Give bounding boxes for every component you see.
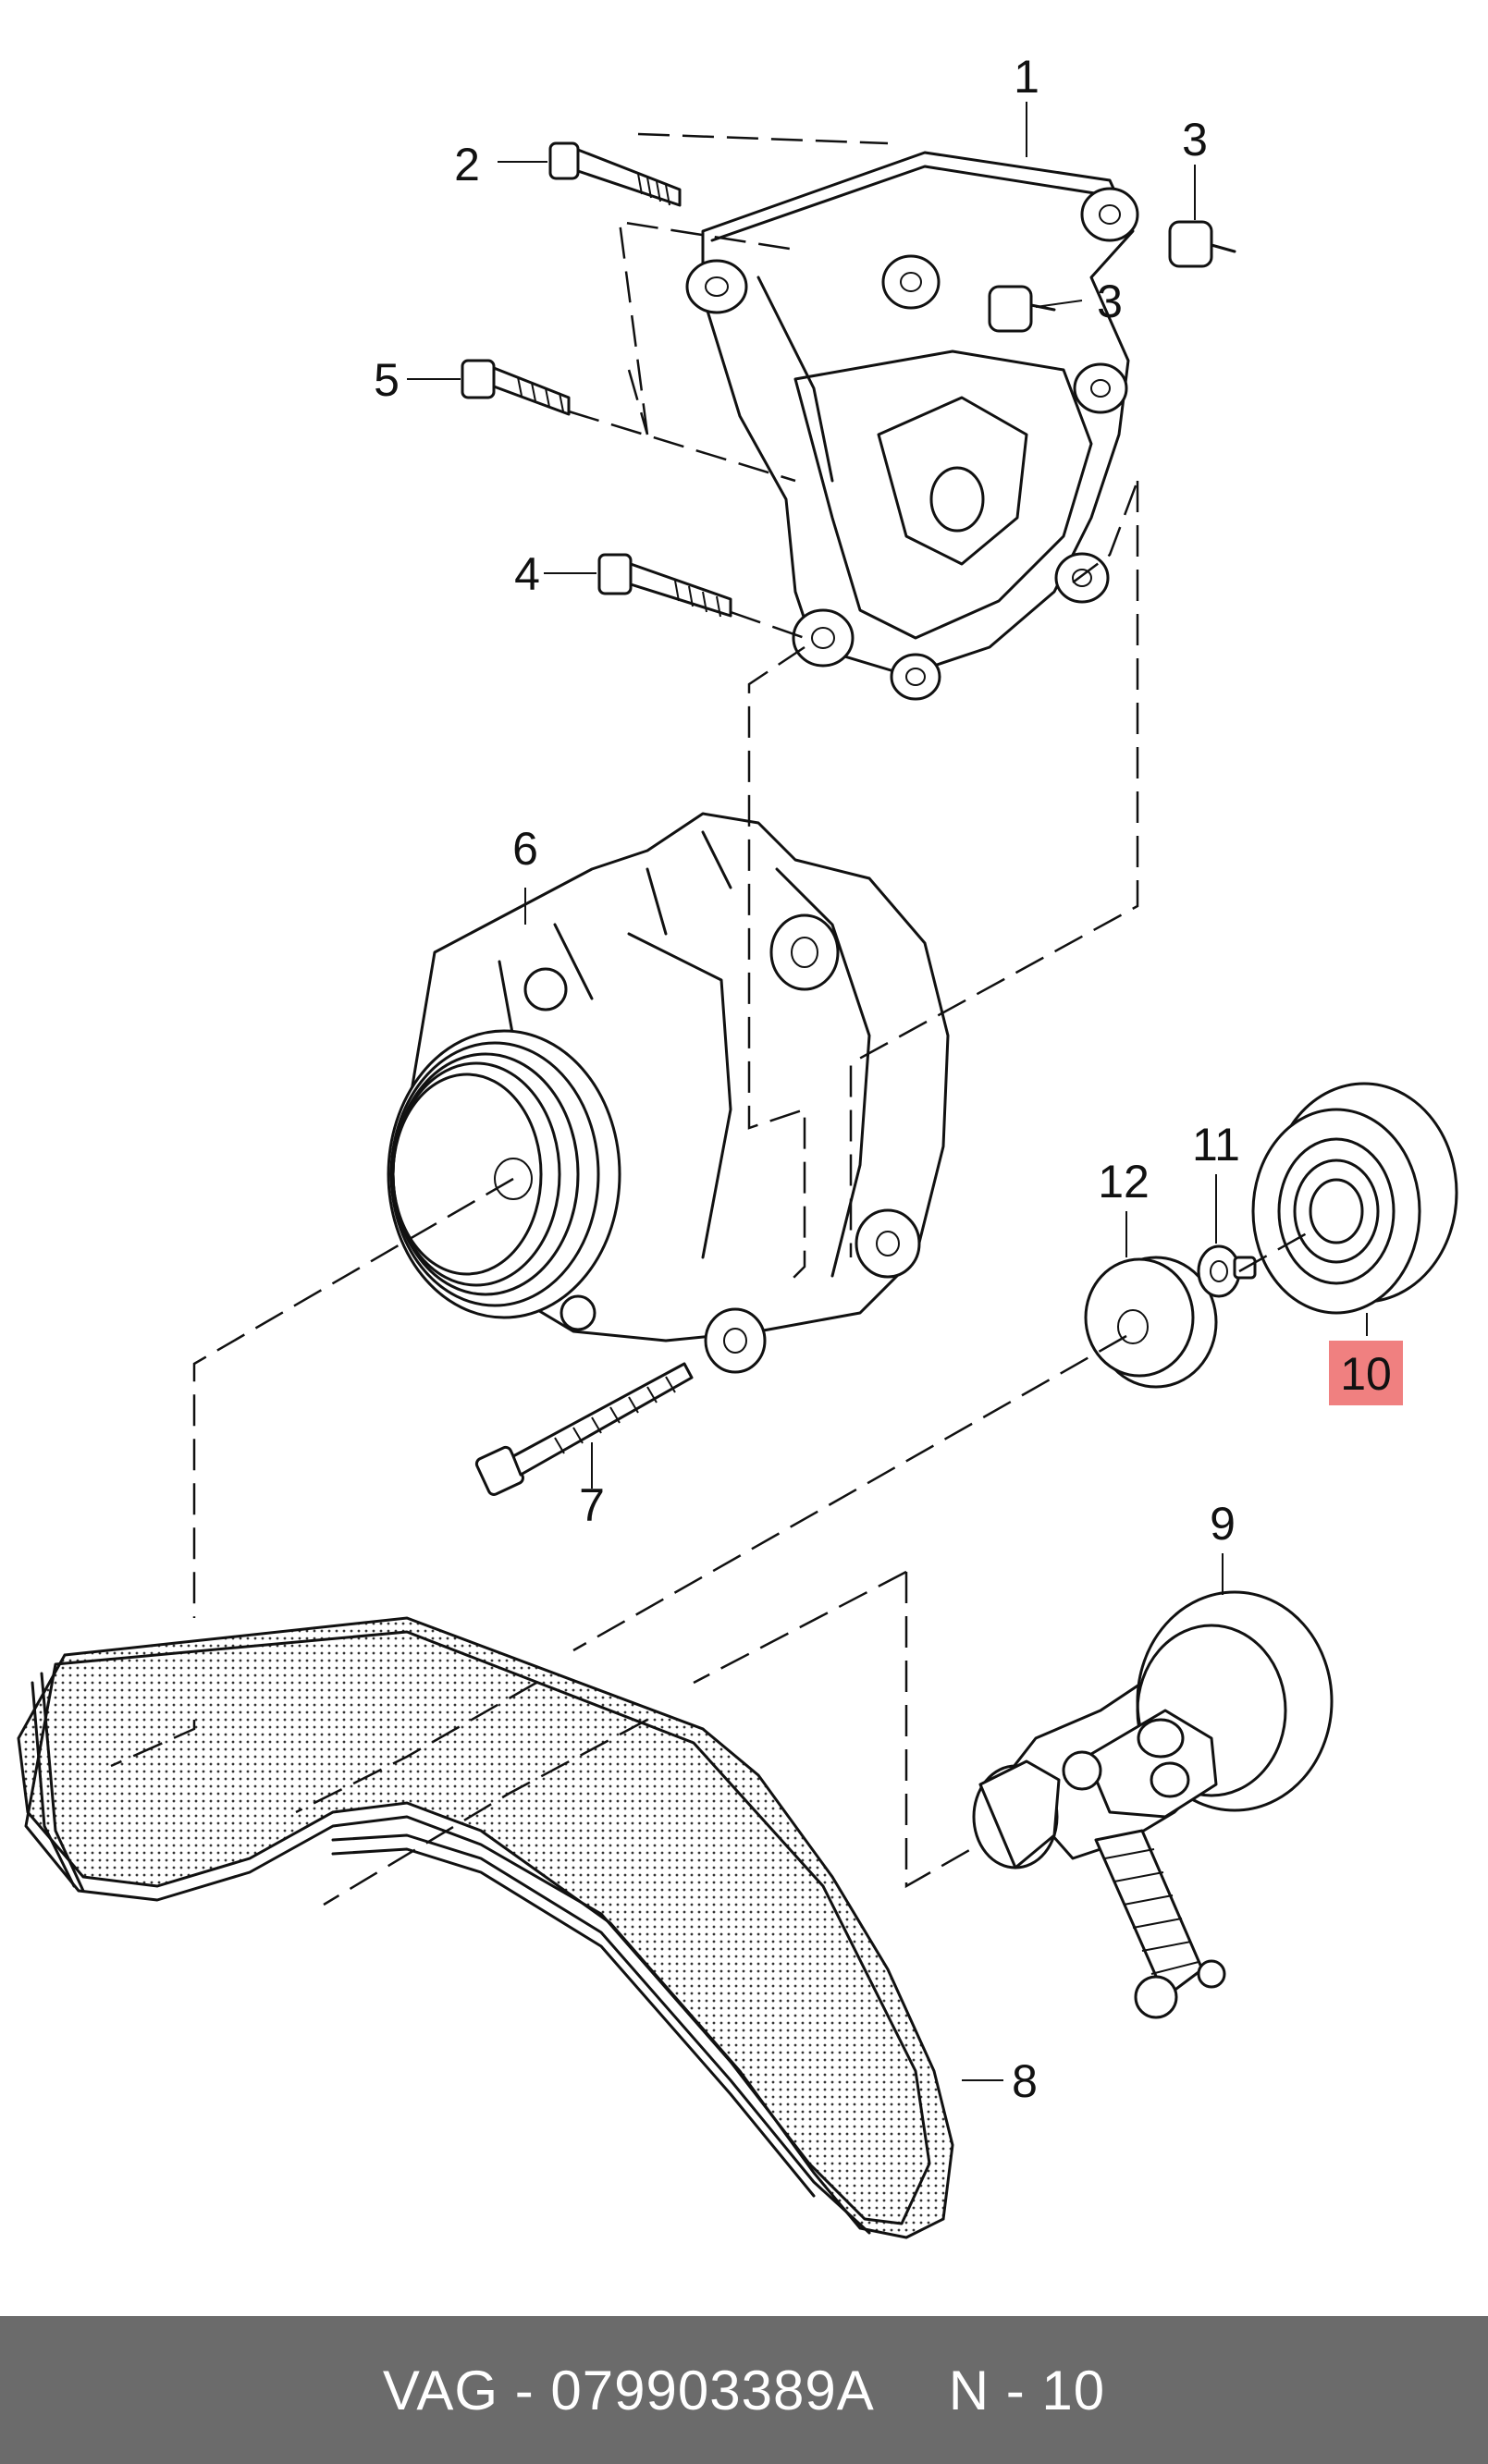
footer-part-number: VAG - 079903389A xyxy=(382,2359,875,2421)
washer-part-12 xyxy=(1084,1256,1218,1389)
tensioner-part-9 xyxy=(972,1590,1334,2019)
callout-11: 11 xyxy=(1192,1119,1240,1171)
callout-3-lower: 3 xyxy=(1097,276,1123,327)
assembly-lines xyxy=(110,132,1314,1906)
callout-1: 1 xyxy=(1014,51,1039,103)
footer-bar: VAG - 079903389A N - 10 xyxy=(0,2316,1488,2464)
callout-12: 12 xyxy=(1098,1156,1150,1207)
bolt-part-4 xyxy=(597,553,732,618)
callout-6: 6 xyxy=(512,823,538,875)
exploded-parts-diagram: 1 2 3 3 4 5 6 7 8 9 10 11 12 xyxy=(17,51,1458,2239)
alternator-part-6 xyxy=(387,812,950,1374)
callout-5: 5 xyxy=(374,354,400,406)
bushing-part-3-upper xyxy=(1168,220,1236,268)
callout-2: 2 xyxy=(454,139,480,190)
callout-10: 10 xyxy=(1340,1348,1392,1400)
callout-9: 9 xyxy=(1210,1498,1236,1550)
screw-part-11 xyxy=(1197,1244,1257,1298)
callout-labels: 1 2 3 3 4 5 6 7 8 9 10 11 12 xyxy=(374,51,1392,2107)
bracket-part-1 xyxy=(685,151,1139,701)
idler-pulley-part-10 xyxy=(1251,1082,1458,1315)
bolt-part-2 xyxy=(548,141,682,207)
callout-8: 8 xyxy=(1012,2055,1038,2107)
ribbed-belt-part-8 xyxy=(17,1616,954,2239)
footer-position: N - 10 xyxy=(948,2359,1106,2421)
callout-3-upper: 3 xyxy=(1182,114,1208,165)
bolt-part-7 xyxy=(474,1362,694,1496)
callout-highlight xyxy=(1329,1341,1403,1405)
callout-4: 4 xyxy=(514,548,540,600)
leader-lines xyxy=(407,102,1368,2081)
bushing-part-3-lower xyxy=(988,285,1056,333)
callout-7: 7 xyxy=(579,1479,605,1531)
bolt-part-5 xyxy=(461,359,571,416)
